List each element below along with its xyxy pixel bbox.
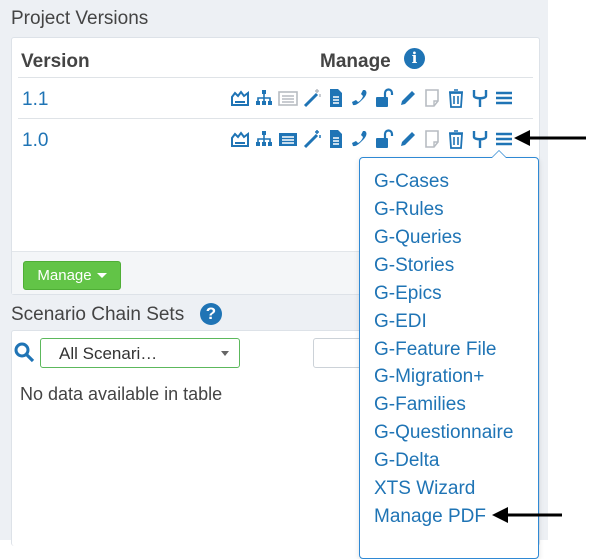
menu-item-manage-pdf[interactable]: Manage PDF <box>374 506 486 527</box>
chevron-down-icon <box>221 351 229 356</box>
note-icon-disabled <box>422 129 442 149</box>
phone-icon[interactable] <box>350 88 370 108</box>
menu-item-g-stories[interactable]: G-Stories <box>374 255 455 276</box>
hierarchy-icon[interactable] <box>254 88 274 108</box>
dashboard-icon[interactable] <box>230 129 250 149</box>
manage-column-header: Manage <box>320 51 391 72</box>
menu-icon[interactable] <box>494 129 514 149</box>
dashboard-icon[interactable] <box>230 88 250 108</box>
list-icon[interactable] <box>278 129 298 149</box>
row-action-icons <box>230 128 518 150</box>
version-link[interactable]: 1.0 <box>22 130 49 151</box>
wand-icon[interactable] <box>302 129 322 149</box>
table-row: 1.0 <box>18 118 533 159</box>
info-icon[interactable]: i <box>404 48 425 69</box>
phone-icon[interactable] <box>350 129 370 149</box>
trash-icon[interactable] <box>446 129 466 149</box>
menu-item-g-cases[interactable]: G-Cases <box>374 171 449 192</box>
empty-table-message: No data available in table <box>20 384 223 404</box>
menu-item-g-feature-file[interactable]: G-Feature File <box>374 339 497 360</box>
annotation-arrow-icon <box>492 507 562 523</box>
pencil-icon[interactable] <box>398 88 418 108</box>
menu-item-g-queries[interactable]: G-Queries <box>374 227 462 248</box>
version-link[interactable]: 1.1 <box>22 89 49 110</box>
row-action-icons <box>230 87 518 109</box>
version-column-header: Version <box>21 51 90 72</box>
help-icon[interactable]: ? <box>200 303 222 325</box>
search-icon <box>14 342 35 363</box>
document-icon[interactable] <box>326 129 346 149</box>
scenario-filter-select[interactable]: All Scenari… <box>40 338 240 368</box>
menu-item-g-migration-plus[interactable]: G-Migration+ <box>374 366 485 387</box>
menu-item-g-epics[interactable]: G-Epics <box>374 283 442 304</box>
menu-item-g-families[interactable]: G-Families <box>374 394 466 415</box>
unlock-icon[interactable] <box>374 129 394 149</box>
caret-down-icon <box>96 273 107 278</box>
menu-item-g-edi[interactable]: G-EDI <box>374 311 427 332</box>
menu-item-g-delta[interactable]: G-Delta <box>374 450 440 471</box>
wand-icon[interactable] <box>302 88 322 108</box>
annotation-arrow-icon <box>514 130 586 146</box>
manage-dropdown-menu: G-Cases G-Rules G-Queries G-Stories G-Ep… <box>359 150 539 559</box>
menu-item-g-rules[interactable]: G-Rules <box>374 199 444 220</box>
project-versions-title: Project Versions <box>11 8 149 29</box>
fork-icon[interactable] <box>470 129 490 149</box>
unlock-icon[interactable] <box>374 88 394 108</box>
trash-icon[interactable] <box>446 88 466 108</box>
menu-item-g-questionnaire[interactable]: G-Questionnaire <box>374 422 514 443</box>
manage-button-label: Manage <box>37 267 92 284</box>
hierarchy-icon[interactable] <box>254 129 274 149</box>
document-icon[interactable] <box>326 88 346 108</box>
scenario-filter-value: All Scenari… <box>59 344 158 363</box>
table-row: 1.1 <box>18 77 533 118</box>
note-icon-disabled <box>422 88 442 108</box>
menu-icon[interactable] <box>494 88 514 108</box>
scenario-chain-sets-title: Scenario Chain Sets <box>11 304 185 325</box>
manage-dropdown-button[interactable]: Manage <box>23 261 121 290</box>
menu-item-xts-wizard[interactable]: XTS Wizard <box>374 478 476 499</box>
list-icon-disabled <box>278 88 298 108</box>
pencil-icon[interactable] <box>398 129 418 149</box>
fork-icon[interactable] <box>470 88 490 108</box>
